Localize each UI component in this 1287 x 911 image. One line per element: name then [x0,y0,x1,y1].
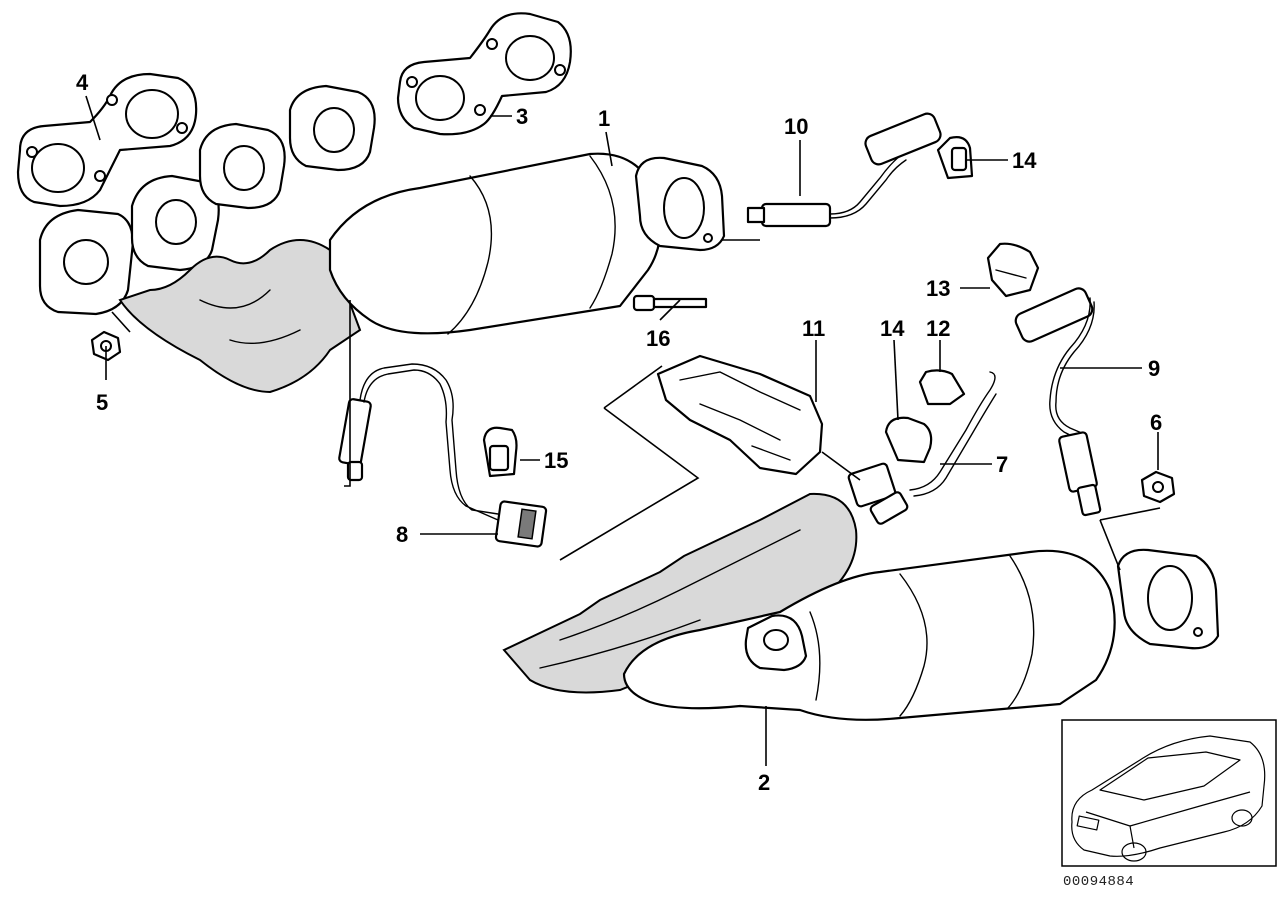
nut-6[interactable] [1140,470,1176,504]
callout-5: 5 [96,390,108,415]
bracket-11[interactable] [656,354,824,476]
callout-3: 3 [516,104,528,129]
clip-14-lower[interactable] [884,416,933,464]
clip-15[interactable] [482,426,518,478]
callout-11: 11 [802,316,825,341]
callout-9: 9 [1148,356,1160,381]
oxygen-sensor-7[interactable] [847,371,997,525]
bolt-16[interactable] [632,294,708,312]
catalytic-converter-2[interactable] [502,492,1220,721]
callout-4: 4 [76,70,89,95]
clip-13[interactable] [986,242,1040,298]
callout-2: 2 [758,770,770,795]
gasket-pair-3[interactable] [396,12,572,136]
callout-15: 15 [544,448,568,473]
callout-6: 6 [1150,410,1162,435]
callout-10: 10 [784,114,808,139]
callout-16: 16 [646,326,670,351]
callout-1: 1 [598,106,610,131]
callout-12: 12 [926,316,950,341]
catalytic-converter-1[interactable] [38,84,726,394]
callout-labels: 1 2 3 4 5 6 7 8 9 10 11 12 13 14 14 15 1… [76,70,1162,795]
car-outline-icon [1071,735,1266,862]
clip-12[interactable] [918,369,966,406]
clip-14-upper[interactable] [936,136,974,180]
callout-14-upper: 14 [1012,148,1037,173]
diagram-id-code: 00094884 [1063,874,1135,890]
gasket-pair-4[interactable] [16,72,198,208]
oxygen-sensor-9[interactable] [1013,286,1102,517]
callout-14-lower: 14 [880,316,905,341]
callout-7: 7 [996,452,1008,477]
vehicle-thumbnail [1061,719,1277,867]
callout-13: 13 [926,276,950,301]
callout-8: 8 [396,522,408,547]
oxygen-sensor-10[interactable] [746,111,943,228]
leader-lines [85,95,1161,766]
